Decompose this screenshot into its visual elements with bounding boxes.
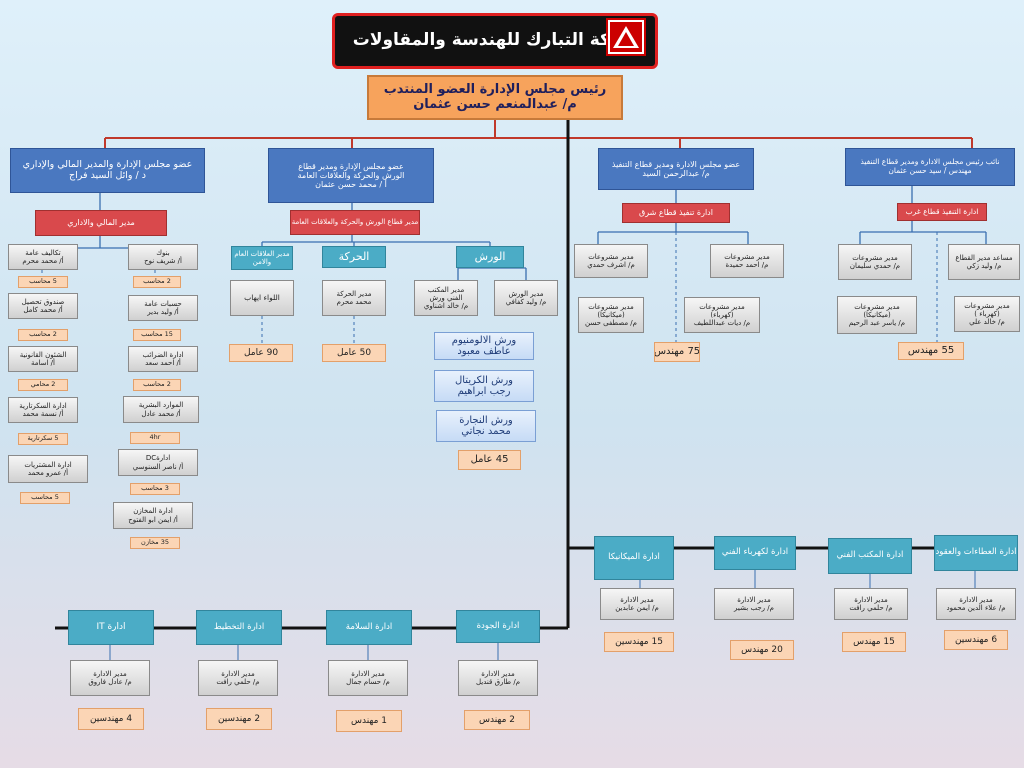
dept-quality-count: 2 مهندس [464, 710, 530, 730]
dept-tech-office: ادارة المكتب الفني [828, 538, 912, 574]
pr-count: 90 عامل [229, 344, 293, 362]
west-head: نائب رئيس مجلس الادارة ومدير قطاع التنفي… [845, 148, 1015, 186]
company-logo-icon [606, 18, 646, 56]
fin-unit-tax-count: 2 محاسب [133, 379, 181, 391]
workshops-manager: مدير قطاع الورش والحركة والعلاقات العامة [290, 210, 420, 235]
dept-planning-count: 2 مهندسين [206, 708, 272, 730]
shops-count: 45 عامل [458, 450, 521, 470]
west-count: 55 مهندس [898, 342, 964, 360]
fin-unit-legal-count: 2 محامي [18, 379, 68, 391]
fin-unit-banks-count: 2 محاسب [133, 276, 181, 288]
dept-electrical: ادارة لكهرباء الفني [714, 536, 796, 570]
east-manager-3: مدير مشروعات(كهرباء)م/ ديات عبداللطيف [684, 297, 760, 333]
movement-dept: الحركة [322, 246, 386, 268]
dept-quality: ادارة الجودة [456, 610, 540, 643]
west-manager-3: مدير مشروعات(كهرباء )م/ خالد علي [954, 296, 1020, 332]
fin-unit-accounts-count: 15 محاسب [133, 329, 181, 341]
west-manager-4: مدير مشروعات(ميكانيكا)م/ ياسر عبد الرحيم [837, 296, 917, 334]
dept-mechanical: ادارة الميكانيكا [594, 536, 674, 580]
east-manager-4: مدير مشروعات(ميكانيكا)م/ مصطفى حسن [578, 297, 644, 333]
fin-unit-secretary-count: 5 سكرتارية [18, 433, 68, 445]
finance-head: عضو مجلس الإدارة والمدير المالي والإداري… [10, 148, 205, 193]
dept-safety: ادارة السلامة [326, 610, 412, 645]
movement-count: 50 عامل [322, 344, 386, 362]
dept-tenders: ادارة العطاءات والعقود [934, 535, 1018, 571]
dept-mechanical-count: 15 مهندسين [604, 632, 674, 652]
company-title: شركة التبارك للهندسة والمقاولات [332, 13, 658, 69]
fin-unit-dc-count: 3 محاسب [130, 483, 180, 495]
east-dept: ادارة تنفيذ قطاع شرق [622, 203, 730, 223]
workshops-head: عضو مجلس الإدارة ومدير قطاع الورش والحرك… [268, 148, 434, 203]
pr-dept: مدير العلاقات العام والامن [231, 246, 293, 270]
chairman-box: رئيس مجلس الإدارة العضو المنتدب م/ عبدال… [367, 75, 623, 120]
dept-tenders-count: 6 مهندسين [944, 630, 1008, 650]
shops-dept: الورش [456, 246, 524, 268]
fin-unit-stores-count: 35 مخازن [130, 537, 180, 549]
dept-planning: ادارة التخطيط [196, 610, 282, 645]
fin-unit-collect-count: 2 محاسب [18, 329, 68, 341]
fin-unit-cost-count: 5 محاسب [18, 276, 68, 288]
fin-unit-hr-count: 4hr [130, 432, 180, 444]
dept-tech-office-count: 15 مهندس [842, 632, 906, 652]
east-head: عضو مجلس الادارة ومدير قطاع التنفيذ م/ ع… [598, 148, 754, 190]
fin-unit-purchasing-count: 5 محاسب [20, 492, 70, 504]
dept-safety-count: 1 مهندس [336, 710, 402, 732]
finance-manager: مدير المالي والاداري [35, 210, 167, 236]
dept-it-count: 4 مهندسين [78, 708, 144, 730]
east-count: 75 مهندس [654, 342, 700, 362]
dept-it: ادارة IT [68, 610, 154, 645]
west-dept: ادارة التنفيذ قطاع غرب [897, 203, 987, 221]
dept-electrical-count: 20 مهندس [730, 640, 794, 660]
pr-person: اللواء ايهاب [230, 280, 294, 316]
